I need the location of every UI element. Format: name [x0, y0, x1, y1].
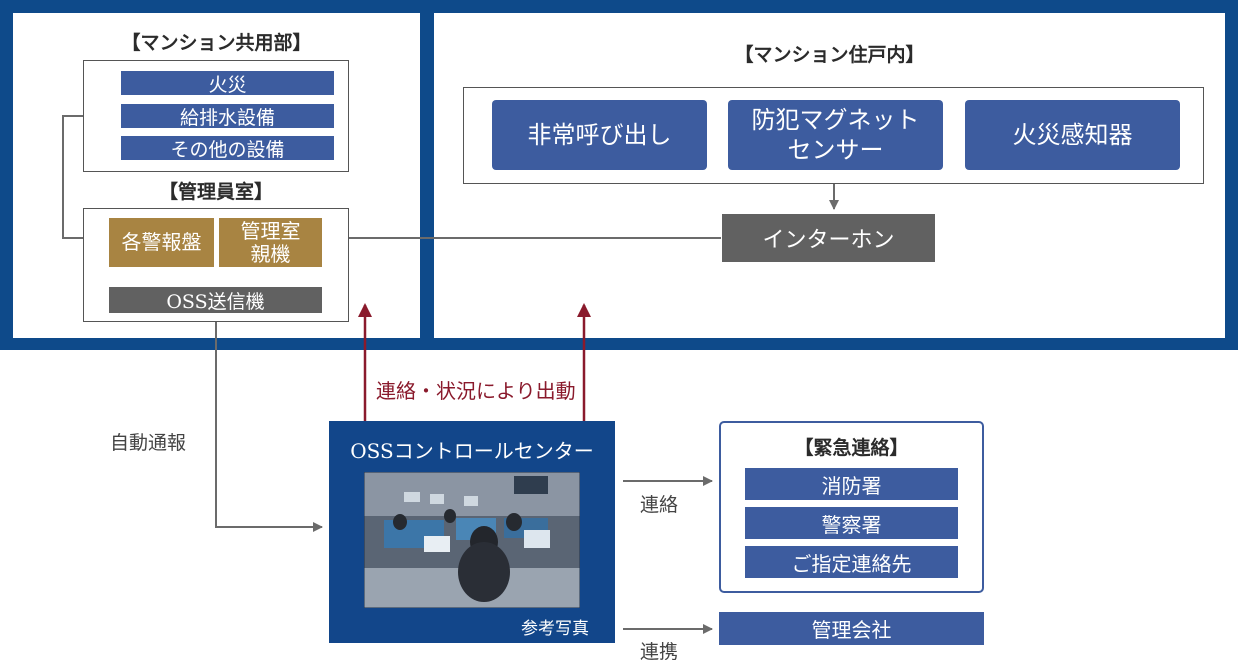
- cooperation-label: 連携: [640, 641, 679, 660]
- master-unit-line2: 親機: [250, 241, 291, 266]
- emergency-call-label: 非常呼び出し: [527, 121, 672, 149]
- fire-item: 火災: [121, 71, 334, 96]
- magnet-sensor-device: 防犯マグネット センサー: [728, 100, 943, 170]
- manager-room-title: 【管理員室】: [158, 180, 273, 203]
- intercom: インターホン: [722, 214, 935, 262]
- fire-detector-label: 火災感知器: [1012, 121, 1133, 149]
- police-station: 警察署: [745, 507, 958, 539]
- control-room-photo: [364, 472, 580, 608]
- contact-label: 連絡: [640, 494, 679, 516]
- alarm-panel: 各警報盤: [109, 218, 214, 267]
- management-company: 管理会社: [719, 612, 984, 645]
- fire-department: 消防署: [745, 468, 958, 500]
- emergency-call-device: 非常呼び出し: [492, 100, 707, 170]
- photo-caption: 参考写真: [521, 619, 589, 639]
- control-center-title: OSSコントロールセンター: [350, 438, 594, 463]
- designated-contact: ご指定連絡先: [745, 546, 958, 578]
- control-room-photo-image: [364, 472, 580, 608]
- common-area-title: 【マンション共用部】: [121, 31, 312, 54]
- dwelling-title: 【マンション住戸内】: [734, 43, 925, 66]
- master-unit: 管理室 親機: [219, 218, 322, 267]
- master-unit-line1: 管理室: [240, 218, 301, 243]
- magnet-sensor-label-line2: センサー: [787, 136, 884, 164]
- magnet-sensor-label-line1: 防犯マグネット: [751, 106, 920, 134]
- auto-report-arrow: [215, 313, 323, 532]
- auto-report-label: 自動通報: [110, 432, 187, 454]
- fire-detector-device: 火災感知器: [965, 100, 1180, 170]
- oss-transmitter: OSS送信機: [109, 287, 322, 313]
- plumbing-item: 給排水設備: [121, 104, 334, 129]
- dispatch-label: 連絡・状況により出動: [376, 379, 576, 403]
- emergency-title: 【緊急連絡】: [794, 436, 909, 459]
- other-equipment-item: その他の設備: [121, 136, 334, 161]
